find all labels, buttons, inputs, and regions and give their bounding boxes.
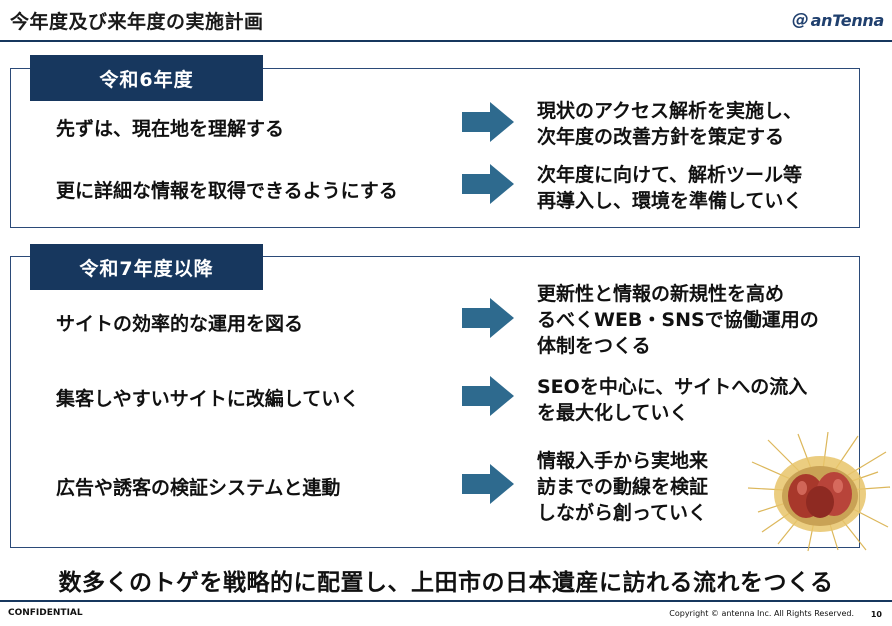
plan-item-right-line: 次年度の改善方針を策定する: [537, 126, 785, 148]
plan-item-right-line: しながら創っていく: [537, 502, 708, 524]
footer-divider: [0, 600, 892, 602]
plan-item-right: 更新性と情報の新規性を高め るべくWEB・SNSで協働運用の 体制をつくる: [537, 281, 819, 359]
copyright-text: Copyright © antenna Inc. All Rights Rese…: [669, 609, 854, 618]
plan-item-right-line: 更新性と情報の新規性を高め: [537, 283, 785, 305]
chestnut-burr-image: [748, 432, 891, 552]
right-arrow-icon: [462, 464, 514, 504]
plan-item-right-line: 次年度に向けて、解析ツール等: [537, 164, 803, 186]
plan-item-left: 先ずは、現在地を理解する: [56, 118, 285, 140]
plan-item-left: 集客しやすいサイトに改編していく: [56, 388, 360, 410]
plan-item-right-line: SEOを中心に、サイトへの流入: [537, 376, 808, 398]
plan-item-left: 更に詳細な情報を取得できるようにする: [56, 180, 398, 202]
plan-item-right-line: 現状のアクセス解析を実施し、: [537, 100, 803, 122]
plan-item-right-line: 体制をつくる: [537, 335, 651, 357]
antenna-logo: @ anTenna: [792, 10, 884, 30]
plan-item-left: サイトの効率的な運用を図る: [56, 313, 304, 335]
right-arrow-icon: [462, 102, 514, 142]
plan-item-left: 広告や誘客の検証システムと連動: [56, 477, 341, 499]
logo-text: anTenna: [810, 10, 885, 30]
title-divider: [0, 40, 892, 42]
antenna-logo-icon: @: [791, 10, 809, 30]
plan-item-right-line: るべくWEB・SNSで協働運用の: [537, 309, 819, 331]
plan-item-right-line: 訪までの動線を検証: [537, 476, 709, 498]
plan-item-right-line: 情報入手から実地来: [537, 450, 709, 472]
section-badge-reiwa6: 令和6年度: [30, 55, 263, 101]
slide-title: 今年度及び来年度の実施計画: [10, 11, 264, 33]
plan-item-right-line: を最大化していく: [537, 402, 689, 424]
plan-item-right: 現状のアクセス解析を実施し、 次年度の改善方針を策定する: [537, 98, 802, 150]
section-badge-reiwa7: 令和7年度以降: [30, 244, 263, 290]
plan-item-right: 情報入手から実地来 訪までの動線を検証 しながら創っていく: [537, 448, 708, 526]
key-message: 数多くのトゲを戦略的に配置し、上田市の日本遺産に訪れる流れをつくる: [58, 570, 834, 596]
page-number: 10: [870, 610, 882, 619]
right-arrow-icon: [462, 164, 514, 204]
section-reiwa7: [10, 256, 860, 548]
plan-item-right: 次年度に向けて、解析ツール等 再導入し、環境を準備していく: [537, 162, 802, 214]
confidential-label: CONFIDENTIAL: [8, 608, 83, 618]
plan-item-right-line: 再導入し、環境を準備していく: [537, 190, 803, 212]
right-arrow-icon: [462, 298, 514, 338]
right-arrow-icon: [462, 376, 514, 416]
plan-item-right: SEOを中心に、サイトへの流入 を最大化していく: [537, 374, 807, 426]
